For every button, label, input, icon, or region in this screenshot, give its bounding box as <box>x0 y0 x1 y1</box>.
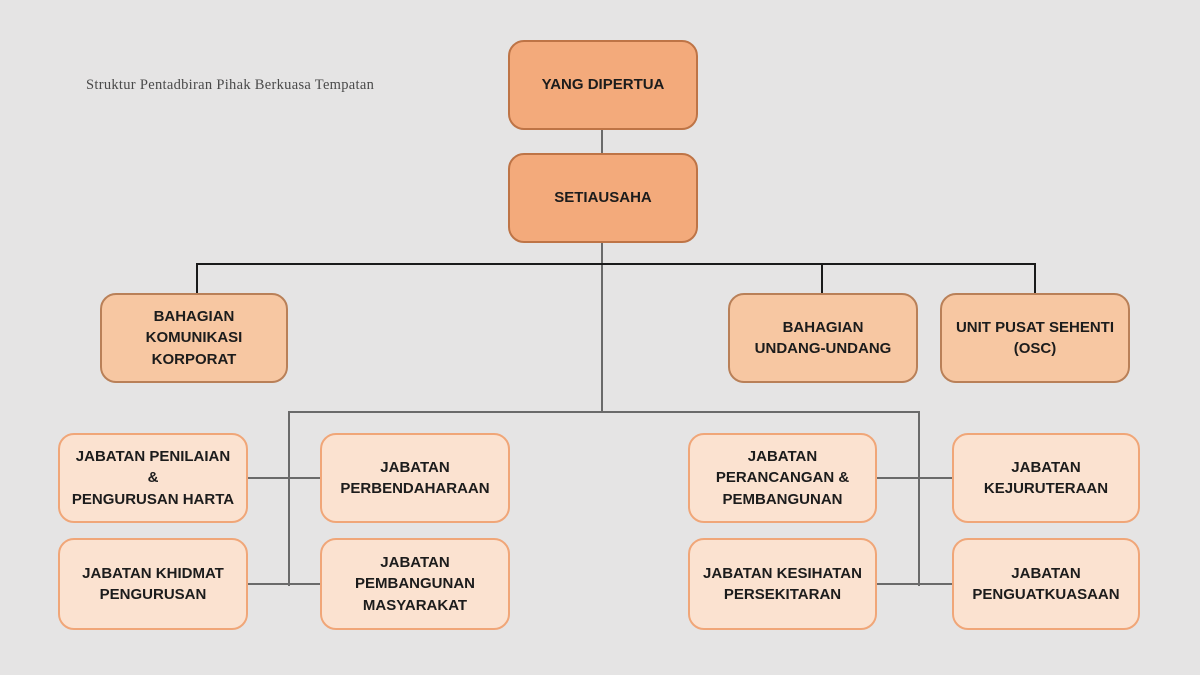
connector-level2-horizontal <box>196 263 1036 265</box>
connector-drop-osc <box>1034 263 1036 293</box>
node-jabatan-perbendaharaan: JABATAN PERBENDAHARAAN <box>320 433 510 523</box>
connector-left-group-vertical <box>288 411 290 586</box>
node-yang-dipertua: YANG DIPERTUA <box>508 40 698 130</box>
connector-left-row2 <box>247 583 321 585</box>
node-setiausaha: SETIAUSAHA <box>508 153 698 243</box>
connector-left-row1 <box>247 477 321 479</box>
node-jabatan-kejuruteraan: JABATAN KEJURUTERAAN <box>952 433 1140 523</box>
chart-title: Struktur Pentadbiran Pihak Berkuasa Temp… <box>86 77 375 93</box>
connector-right-row2 <box>877 583 953 585</box>
node-jabatan-kesihatan-persekitaran: JABATAN KESIHATAN PERSEKITARAN <box>688 538 877 630</box>
node-unit-pusat-sehenti-osc: UNIT PUSAT SEHENTI (OSC) <box>940 293 1130 383</box>
connector-drop-undang <box>821 263 823 293</box>
connector-yangdipertua-setiausaha <box>601 130 603 153</box>
node-bahagian-undang-undang: BAHAGIAN UNDANG-UNDANG <box>728 293 918 383</box>
node-bahagian-komunikasi-korporat: BAHAGIAN KOMUNIKASI KORPORAT <box>100 293 288 383</box>
node-jabatan-pembangunan-masyarakat: JABATAN PEMBANGUNAN MASYARAKAT <box>320 538 510 630</box>
node-jabatan-penilaian-pengurusan-harta: JABATAN PENILAIAN & PENGURUSAN HARTA <box>58 433 248 523</box>
connector-setiausaha-trunk <box>601 243 603 413</box>
node-jabatan-khidmat-pengurusan: JABATAN KHIDMAT PENGURUSAN <box>58 538 248 630</box>
connector-right-row1 <box>877 477 953 479</box>
connector-level3-horizontal <box>288 411 920 413</box>
node-jabatan-penguatkuasaan: JABATAN PENGUATKUASAAN <box>952 538 1140 630</box>
connector-right-group-vertical <box>918 411 920 586</box>
connector-drop-komunikasi <box>196 263 198 293</box>
node-jabatan-perancangan-pembangunan: JABATAN PERANCANGAN & PEMBANGUNAN <box>688 433 877 523</box>
